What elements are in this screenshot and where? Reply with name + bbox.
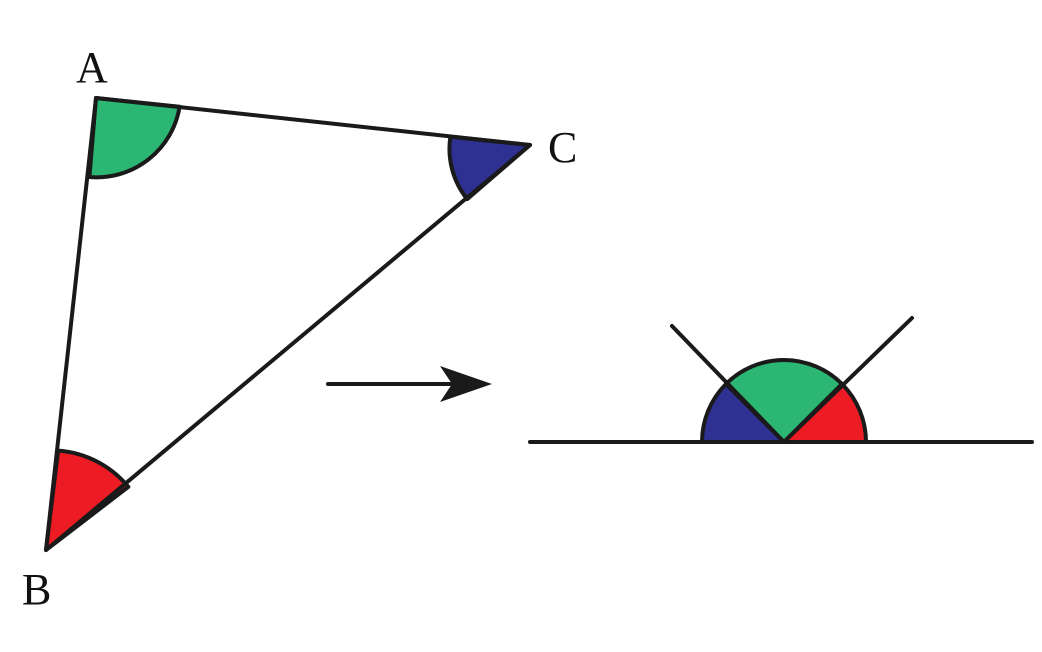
angle-c-sector: [447, 134, 532, 202]
arrow-head-icon: [440, 366, 492, 402]
triangle-angles: [44, 96, 532, 552]
vertex-label-c: C: [548, 123, 577, 172]
ray-right: [782, 316, 914, 444]
vertex-label-a: A: [76, 43, 108, 92]
line-angle-a-sector: [724, 357, 844, 444]
angle-a-sector: [87, 96, 182, 180]
edge-ac: [94, 96, 532, 147]
transform-arrow: [326, 366, 492, 402]
angles-on-line: [528, 316, 1034, 444]
ray-left: [670, 324, 786, 444]
triangle-outline: [44, 96, 532, 552]
edge-bc: [44, 143, 532, 552]
edge-ab: [44, 96, 98, 552]
angle-b-sector: [44, 448, 131, 552]
vertex-label-b: B: [22, 565, 51, 614]
